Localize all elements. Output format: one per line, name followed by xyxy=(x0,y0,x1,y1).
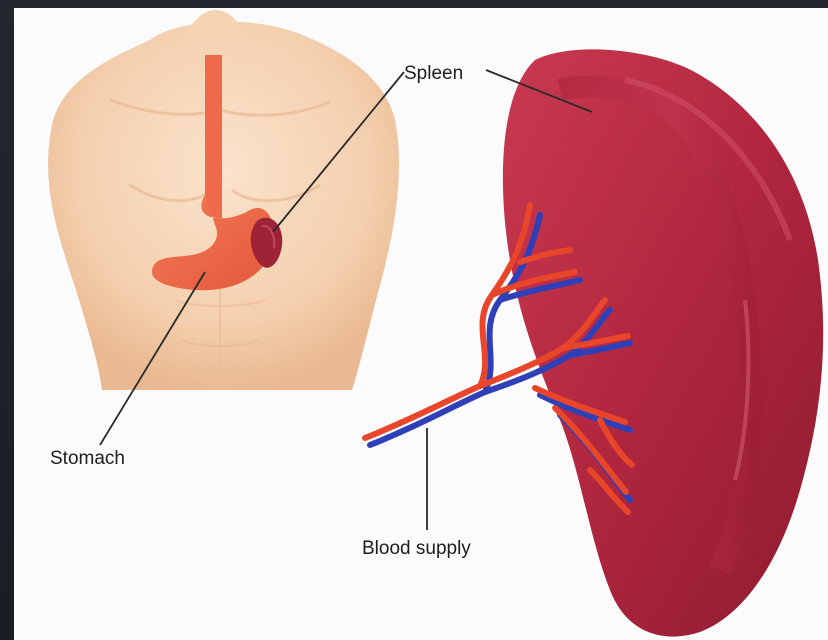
torso-illustration xyxy=(48,10,399,390)
spleen-label: Spleen xyxy=(404,63,463,84)
blood-supply-label: Blood supply xyxy=(362,538,471,559)
large-spleen-illustration xyxy=(503,49,823,636)
stomach-label: Stomach xyxy=(50,448,125,469)
